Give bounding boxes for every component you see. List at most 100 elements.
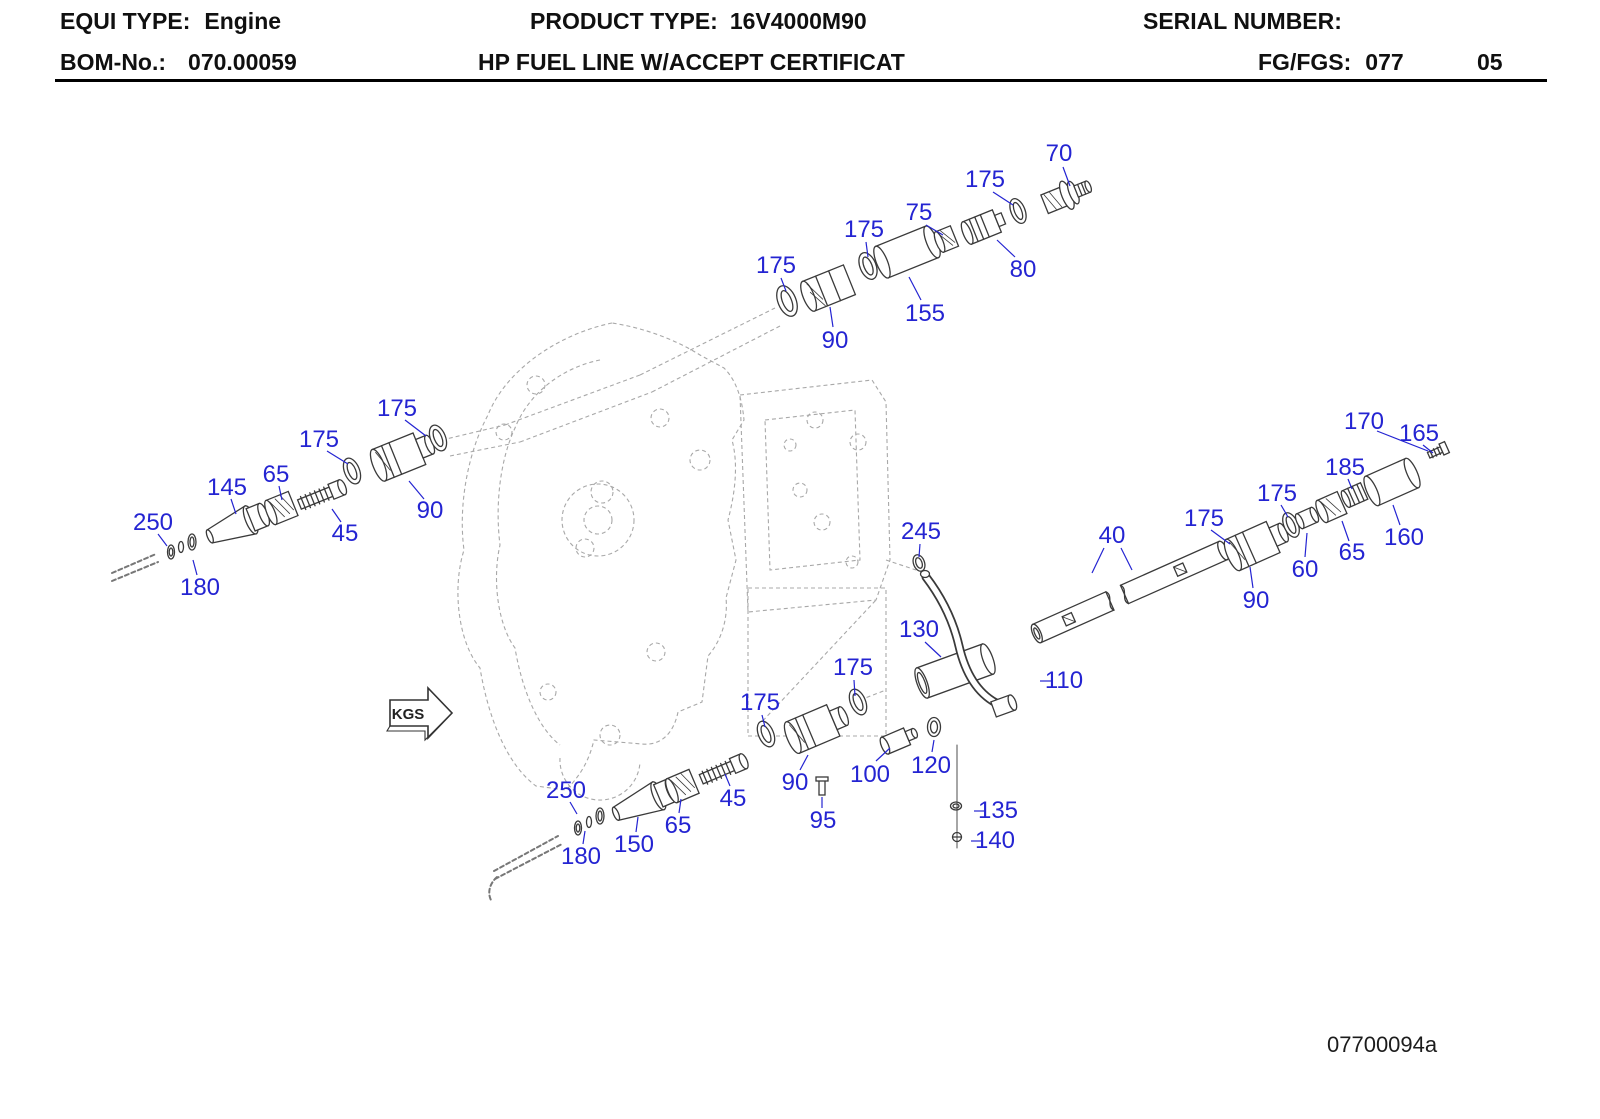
fg-label: FG/FGS: xyxy=(1258,49,1352,75)
product-name: HP FUEL LINE W/ACCEPT CERTIFICAT xyxy=(478,49,905,76)
callout-90-14: 90 xyxy=(416,497,444,524)
pipe-110 xyxy=(919,569,1001,708)
callout-175-28: 175 xyxy=(832,654,874,681)
sleeve-155 xyxy=(873,225,941,279)
braided-line-left xyxy=(111,553,159,582)
callout-175-19: 175 xyxy=(1256,480,1298,507)
callout-155-6: 155 xyxy=(904,300,946,327)
callout-175-1: 175 xyxy=(964,166,1006,193)
fitting-80 xyxy=(960,209,1007,245)
pin-95 xyxy=(815,776,829,796)
callout-165-17: 165 xyxy=(1398,420,1440,447)
callout-65-11: 65 xyxy=(262,461,290,488)
sleeve-130 xyxy=(914,643,996,699)
serial-number-label: SERIAL NUMBER: xyxy=(1143,8,1342,34)
fitting-60 xyxy=(1294,506,1320,530)
fg-suffix-value: 05 xyxy=(1477,49,1503,75)
product-type: PRODUCT TYPE: 16V4000M90 xyxy=(530,8,867,35)
drawing-number: 07700094a xyxy=(1327,1032,1438,1057)
callout-170-16: 170 xyxy=(1343,408,1385,435)
callout-65-37: 65 xyxy=(664,812,692,839)
pipe-110-end-nut xyxy=(990,694,1018,718)
oring-245 xyxy=(912,554,926,572)
fg-value: 077 xyxy=(1365,49,1404,75)
sleeve-160 xyxy=(1363,457,1421,507)
fitting-100 xyxy=(879,727,919,755)
callout-180-15: 180 xyxy=(179,574,221,601)
bolt-45-left xyxy=(296,478,348,511)
callout-leader-lines xyxy=(157,166,1434,845)
callout-45-34: 45 xyxy=(719,785,747,812)
callout-80-4: 80 xyxy=(1009,256,1037,283)
kgs-arrow-label: KGS xyxy=(392,706,425,723)
bolt-45-bottom xyxy=(698,753,749,785)
callout-185-18: 185 xyxy=(1324,454,1366,481)
fitting-185 xyxy=(1340,481,1369,509)
oring-175-top-b xyxy=(858,252,878,280)
callout-250-35: 250 xyxy=(545,777,587,804)
callout-60-25: 60 xyxy=(1291,556,1319,583)
callout-135-38: 135 xyxy=(977,797,1019,824)
rings-250-180-bottom xyxy=(573,807,605,836)
callout-180-41: 180 xyxy=(560,843,602,870)
callout-110-29: 110 xyxy=(1044,667,1084,694)
ring-120 xyxy=(926,716,942,738)
oring-175-bottom-b xyxy=(848,688,868,716)
nut-75 xyxy=(933,224,960,254)
nut-65-right xyxy=(1315,490,1348,524)
kgs-arrow: KGS xyxy=(386,686,454,742)
callout-70-0: 70 xyxy=(1045,140,1073,167)
callout-90-33: 90 xyxy=(781,769,809,796)
cone-150 xyxy=(611,778,678,821)
bom-label: BOM-No.: xyxy=(60,49,167,75)
braided-line-bottom xyxy=(488,835,563,903)
callout-95-36: 95 xyxy=(809,807,837,834)
product-type-label: PRODUCT TYPE: xyxy=(530,8,718,34)
callout-175-30: 175 xyxy=(739,689,781,716)
bom-value: 070.00059 xyxy=(188,49,297,75)
engine-housing-outline xyxy=(441,307,917,801)
oring-175-top-a xyxy=(776,285,798,317)
callout-45-13: 45 xyxy=(331,520,359,547)
product-type-value: 16V4000M90 xyxy=(729,8,867,34)
oring-175-left-b xyxy=(428,424,448,452)
equi-type: EQUI TYPE: Engine xyxy=(60,8,281,35)
nut-65-left xyxy=(264,490,299,526)
callout-100-31: 100 xyxy=(849,761,891,788)
oring-175-bottom-a xyxy=(756,720,776,748)
fg-suffix: 05 xyxy=(1477,49,1503,76)
equi-type-label: EQUI TYPE: xyxy=(60,8,191,34)
cone-145 xyxy=(205,502,271,544)
tube-40 xyxy=(1030,540,1230,644)
callout-175-5: 175 xyxy=(755,252,797,279)
callout-175-20: 175 xyxy=(1183,505,1225,532)
callout-175-9: 175 xyxy=(298,426,340,453)
callout-120-32: 120 xyxy=(910,752,952,779)
oring-175-left-a xyxy=(342,457,362,485)
callout-150-39: 150 xyxy=(613,831,655,858)
bom-number: BOM-No.: 070.00059 xyxy=(60,49,297,76)
part-70-sensor xyxy=(1040,180,1093,215)
callout-245-23: 245 xyxy=(900,518,942,545)
header-divider xyxy=(55,79,1547,82)
callout-40-21: 40 xyxy=(1098,522,1126,549)
washer-135 xyxy=(949,801,963,811)
nut-65-bottom xyxy=(665,768,700,804)
callout-140-40: 140 xyxy=(974,827,1016,854)
callout-145-10: 145 xyxy=(206,474,248,501)
callout-75-2: 75 xyxy=(905,199,933,226)
fg-fgs: FG/FGS: 077 xyxy=(1258,49,1404,76)
callout-160-22: 160 xyxy=(1383,524,1425,551)
callout-250-12: 250 xyxy=(132,509,174,536)
sleeve-90-bottom xyxy=(783,703,850,755)
callout-65-24: 65 xyxy=(1338,539,1366,566)
callout-130-27: 130 xyxy=(898,616,940,643)
sleeve-90-left xyxy=(369,432,436,482)
callout-175-3: 175 xyxy=(843,216,885,243)
oring-175-top-c xyxy=(1009,198,1027,224)
equi-type-value: Engine xyxy=(204,8,282,34)
callout-90-7: 90 xyxy=(821,327,849,354)
callout-90-26: 90 xyxy=(1242,587,1270,614)
